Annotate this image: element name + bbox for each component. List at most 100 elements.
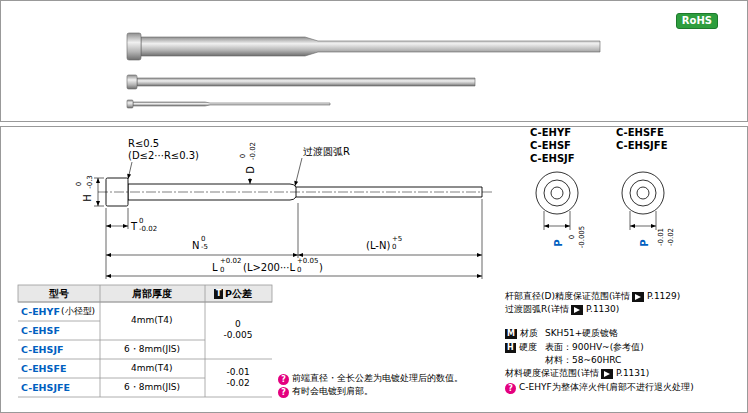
tolerance-value: 0	[240, 154, 248, 158]
note-text: 材料：58~60HRC	[545, 356, 621, 366]
shaft-circle	[544, 180, 570, 206]
extension-line	[656, 211, 657, 230]
head-circle	[536, 172, 578, 214]
dimension-text: D	[245, 166, 256, 174]
tip-circle	[551, 187, 563, 199]
pin-shaft	[141, 37, 600, 56]
tolerance-value: 0	[297, 267, 301, 275]
dimension-text: (L-N)	[366, 240, 390, 251]
tolerance-value: +0.02	[220, 258, 241, 266]
dimension-text: R≤0.5	[128, 138, 159, 149]
tolerance-value: -0.01	[658, 228, 666, 246]
spec-icon: H	[505, 343, 516, 353]
extension-line	[630, 211, 631, 230]
tolerance-value: -0.005	[579, 226, 587, 249]
note-text: SKH51+硬质镀铬	[545, 329, 618, 339]
model-name: C-EHSF	[21, 326, 60, 336]
dimension-line	[106, 226, 128, 227]
model-name: C-EHYF	[530, 127, 571, 138]
pin-drawing	[98, 178, 492, 206]
page-ref-icon	[601, 369, 613, 379]
note-icon: ?	[505, 383, 516, 394]
note-text: 硬度	[519, 343, 537, 353]
center-line	[98, 192, 492, 193]
table-header: 型号	[49, 289, 69, 299]
extension-line	[106, 208, 107, 279]
table-cell: 0	[235, 320, 241, 330]
table-cell: -0.005	[224, 331, 253, 341]
dimension-text: T	[131, 221, 137, 232]
dimension-text: H	[82, 194, 93, 202]
head-circle	[622, 172, 664, 214]
photo-panel	[1, 1, 748, 122]
note-text: 过渡圆弧R(详情	[505, 305, 569, 315]
table-rule	[100, 285, 101, 397]
note-text: C-EHYF为整体淬火件(肩部不进行退火处理)	[519, 383, 694, 393]
tolerance-value: 0	[569, 235, 577, 239]
model-name: C-EHYF	[21, 307, 60, 317]
tolerance-value: 0	[76, 182, 84, 186]
table-cell: -0.02	[227, 379, 250, 389]
tolerance-value: 0	[139, 218, 143, 226]
tolerance-value: +0.05	[297, 258, 318, 266]
table-rule	[18, 359, 272, 360]
extension-line	[94, 206, 104, 207]
note-icon: ?	[278, 387, 289, 398]
dimension-line	[106, 276, 482, 277]
note-text: 前端直径・全长公差为电镀处理后的数值。	[292, 374, 463, 384]
dimension-text: L	[212, 262, 218, 273]
note-text: P.1130)	[586, 305, 619, 315]
tolerance-value: 0	[220, 267, 224, 275]
table-rule	[205, 285, 206, 397]
dimension-text: N	[192, 240, 199, 251]
table-cell: 6・8mm(JIS)	[124, 383, 180, 393]
model-name: C-EHSJFE	[21, 383, 70, 393]
extension-line	[482, 199, 483, 279]
note-text: 表面：900HV~(参考值)	[545, 343, 644, 353]
tolerance-value: +5	[392, 236, 402, 244]
tolerance-value: 0	[392, 244, 396, 252]
badge-text: RoHS	[682, 15, 712, 27]
page-ref-icon	[571, 305, 583, 315]
spec-icon: T	[214, 289, 223, 299]
pin-head	[127, 75, 137, 89]
leader-line	[128, 162, 132, 179]
note-text: 有时会电镀到肩部。	[292, 387, 373, 397]
page-ref-icon	[632, 292, 644, 302]
leader-line	[250, 178, 251, 184]
tolerance-value: -0.02	[250, 142, 258, 160]
table-cell: (小径型)	[61, 307, 95, 317]
dimension-text: )	[319, 262, 323, 273]
model-name: C-EHSJFE	[616, 140, 668, 151]
drawing-panel	[1, 127, 748, 413]
table-rule	[18, 340, 205, 341]
table-cell: 4mm(T4)	[131, 364, 173, 374]
note-icon: ?	[278, 374, 289, 385]
dimension-symbol: P	[639, 239, 650, 246]
tolerance-value: 0	[201, 236, 205, 244]
dimension-text: 过渡圆弧R	[303, 146, 350, 157]
dimension-line	[630, 226, 656, 227]
note-text: 杆部直径(D)精度保证范围(详情	[505, 292, 630, 302]
table-cell: 4mm(T4)	[131, 316, 173, 326]
table-header-band	[18, 285, 272, 302]
tolerance-value: -5	[201, 244, 208, 252]
note-text: 材质	[520, 329, 538, 339]
pin-shaft	[133, 102, 330, 106]
dimension-line	[106, 255, 298, 256]
table-rule	[18, 321, 100, 322]
dimension-text: (L>200···L	[243, 262, 295, 273]
leader-line	[295, 158, 302, 186]
table-rule	[18, 302, 272, 303]
pin-head	[127, 33, 141, 60]
pin-shaft	[137, 78, 475, 86]
note-text: P.1129)	[647, 292, 680, 302]
tip-circle	[637, 187, 649, 199]
note-text: 材料硬度保证范围(详情	[505, 369, 599, 379]
table-cell: -0.01	[227, 368, 250, 378]
dimension-line	[98, 178, 99, 206]
dimension-symbol: P	[553, 239, 564, 246]
spec-table-grid	[18, 285, 272, 397]
extension-line	[570, 211, 571, 230]
